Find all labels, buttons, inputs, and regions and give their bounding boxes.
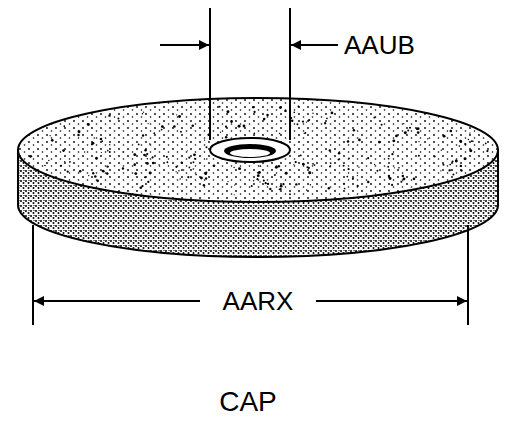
dimension-label: AAUB <box>344 32 415 58</box>
hole-rim <box>210 138 290 162</box>
dimension-label: AARX <box>217 288 300 314</box>
extension-line <box>209 8 211 140</box>
dimension-arrow <box>316 300 467 302</box>
dimension-arrow <box>291 44 338 46</box>
texture <box>29 106 488 196</box>
disc-top <box>18 98 498 202</box>
caption: CAP <box>219 388 277 416</box>
extension-line <box>289 8 291 140</box>
dimension-arrow <box>160 44 209 46</box>
hole <box>224 144 276 158</box>
hole-inner <box>230 149 270 157</box>
extension-line <box>467 225 469 325</box>
dimension-arrow <box>34 300 200 302</box>
extension-line <box>32 225 34 325</box>
